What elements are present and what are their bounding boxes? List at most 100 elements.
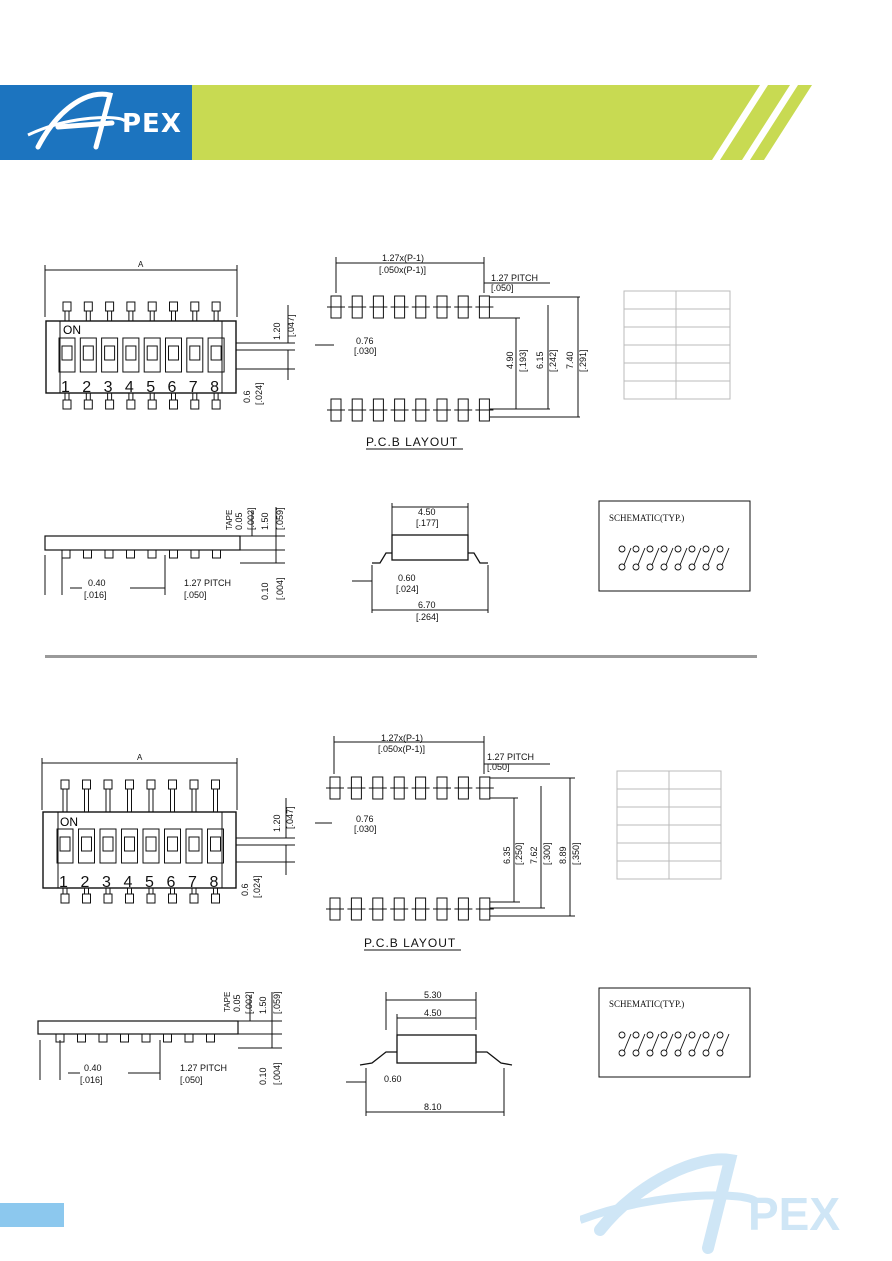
switch-number: 4 <box>125 379 134 396</box>
pin-top <box>126 301 136 312</box>
on-label: ON <box>63 323 81 337</box>
pcb-d3-in: [.291] <box>578 349 588 372</box>
schematic-contact-top <box>688 545 696 553</box>
prof-pitch-2: 1.27 PITCH <box>180 1063 227 1073</box>
pcb-d3-in-2: [.350] <box>571 842 581 865</box>
dim-upper-in-2: [.047] <box>285 806 295 829</box>
end-view <box>352 503 489 613</box>
schematic-box: SCHEMATIC(TYP.) <box>598 500 751 592</box>
switch-knob <box>104 345 116 361</box>
switch-knob <box>102 836 114 852</box>
switch-slot <box>56 828 74 864</box>
pin-bottom <box>147 399 157 410</box>
side-profile <box>44 507 285 595</box>
schematic-switch-arm <box>679 547 688 566</box>
schematic-contact-top <box>674 545 682 553</box>
header-stripe-2 <box>750 85 812 160</box>
schematic-contact-bottom <box>688 1049 696 1057</box>
schematic-contact-bottom <box>702 1049 710 1057</box>
schematic-contact-bottom <box>674 1049 682 1057</box>
pcb-d3: 7.40 <box>565 351 575 369</box>
pin-top <box>83 301 93 312</box>
header-stripe-1 <box>720 85 790 160</box>
schematic-contact-bottom <box>716 1049 724 1057</box>
pcb-span-2: 1.27x(P-1) <box>381 733 423 743</box>
pcb-title-2: P.C.B LAYOUT <box>364 936 456 950</box>
switch-number: 7 <box>189 379 198 396</box>
profile-pin <box>104 549 114 559</box>
profile-pin <box>169 549 178 559</box>
dim-lower-in-2: [.024] <box>252 875 262 898</box>
schematic-contact-bottom <box>646 563 654 571</box>
schematic-contact-top <box>632 545 640 553</box>
pin-bottom <box>62 399 72 410</box>
schematic-contact-top <box>716 1031 724 1039</box>
pcb-layout <box>315 257 580 422</box>
footer-logo-text: PEX <box>748 1188 840 1240</box>
pin-top <box>189 779 199 790</box>
pcb-pad-2: 0.76 <box>356 814 374 824</box>
pin-bottom <box>189 893 199 904</box>
schematic-contact-bottom <box>702 563 710 571</box>
switch-number: 3 <box>104 379 113 396</box>
pin-bottom <box>169 399 178 410</box>
pin-bottom <box>190 399 200 410</box>
switch-slot <box>101 337 119 373</box>
footer-logo: PEX <box>580 1153 840 1254</box>
switch-knob <box>82 345 94 361</box>
schematic-contact-top <box>674 1031 682 1039</box>
schematic-contact-bottom <box>618 1049 626 1057</box>
pcb-pad-in: [.030] <box>354 346 377 356</box>
prof-h: 1.50 <box>260 512 270 530</box>
switch-number: 8 <box>210 874 219 891</box>
pin-bottom <box>125 893 134 904</box>
schematic-contact-top <box>702 1031 710 1039</box>
end-lead: 0.60 <box>398 573 416 583</box>
pcb-d2-2: 7.62 <box>529 846 539 864</box>
pin-top <box>211 301 221 312</box>
switch-number: 7 <box>188 874 197 891</box>
schematic-contact-bottom <box>632 1049 640 1057</box>
pin-top <box>168 779 177 790</box>
top-view <box>44 265 295 410</box>
switch-knob <box>167 836 178 852</box>
switch-slot <box>58 337 76 373</box>
switch-number: 5 <box>145 874 154 891</box>
pcb-pad-in-2: [.030] <box>354 824 377 834</box>
pcb-span: 1.27x(P-1) <box>382 253 424 263</box>
pin-bottom <box>105 399 115 410</box>
pcb-d1-in: [.193] <box>518 349 528 372</box>
header-logo-text: PEX <box>122 109 182 139</box>
profile-pin <box>184 1033 194 1043</box>
switch-slot <box>99 828 117 864</box>
switch-slot <box>79 337 97 373</box>
pcb-pitch-in: [.050] <box>491 283 514 293</box>
schematic-contact-top <box>618 545 626 553</box>
switch-number: 5 <box>146 379 155 396</box>
pcb-d2-in-2: [.300] <box>542 842 552 865</box>
pin-bottom <box>60 893 70 904</box>
logo-swoosh <box>35 91 115 150</box>
dim-lower-2: 0.6 <box>240 883 250 896</box>
prof-tape-2: TAPE <box>223 992 232 1012</box>
schematic-contact-top <box>660 545 668 553</box>
profile-pin <box>126 549 135 559</box>
profile-pin <box>61 549 71 559</box>
prof-lead-in: [.016] <box>84 590 107 600</box>
switch-slot <box>207 337 225 373</box>
switch-knob <box>146 345 158 361</box>
schematic-switch-arm <box>721 1033 730 1052</box>
schematic-contact-top <box>618 1031 626 1039</box>
switch-slot <box>185 828 203 864</box>
schematic-title-2: SCHEMATIC(TYP.) <box>609 999 684 1009</box>
profile-pin <box>77 1033 86 1043</box>
profile-pin <box>98 1033 108 1043</box>
pin-top <box>190 301 200 312</box>
schematic-switch-arm <box>623 547 632 566</box>
prof-lead-2: 0.40 <box>84 1063 102 1073</box>
switch-knob <box>168 345 179 361</box>
prof-tape-val: 0.05 <box>234 512 244 530</box>
schematic-contact-bottom <box>688 563 696 571</box>
profile-pin <box>190 549 200 559</box>
